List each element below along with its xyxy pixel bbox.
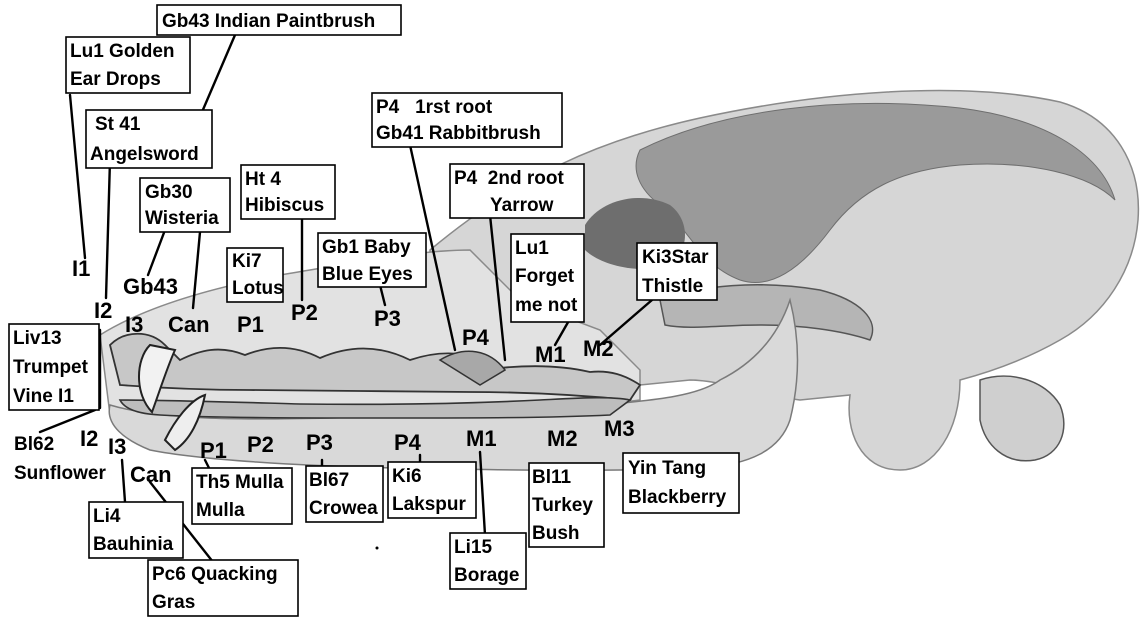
tooth-lower-m3: M3 xyxy=(604,416,635,441)
tooth-upper-i2: I2 xyxy=(94,298,112,323)
tooth-upper-i1: I1 xyxy=(72,256,90,281)
label-li15-line-2: Borage xyxy=(454,565,519,586)
label-gb30-line-2: Wisteria xyxy=(145,208,219,229)
tooth-upper-p2: P2 xyxy=(291,300,318,325)
label-lu1-golden-line-2: Ear Drops xyxy=(70,69,161,90)
label-lu1-forget-line-3: me not xyxy=(515,295,578,316)
label-bl11-line-1: Bl11 xyxy=(532,467,572,488)
label-lu1-golden-line-1: Lu1 Golden xyxy=(70,41,175,62)
label-ki6-line-2: Lakspur xyxy=(392,494,467,515)
tooth-lower-m2: M2 xyxy=(547,426,578,451)
label-li4-line-2: Bauhinia xyxy=(93,534,174,555)
label-th5-line-1: Th5 Mulla xyxy=(196,472,284,493)
tooth-lower-i3: I3 xyxy=(108,434,126,459)
tooth-upper-can: Can xyxy=(168,312,210,337)
label-ki6-line-1: Ki6 xyxy=(392,466,422,487)
label-gb1-line-1: Gb1 Baby xyxy=(322,237,411,258)
label-yintang-line-1: Yin Tang xyxy=(628,458,706,479)
label-p4-first-line-1: P4 1rst root xyxy=(376,97,493,118)
label-gb30-line-1: Gb30 xyxy=(145,182,193,203)
label-gb1-line-2: Blue Eyes xyxy=(322,264,413,285)
label-st41-line-2: Angelsword xyxy=(90,144,199,165)
leader-lu1-golden xyxy=(70,95,85,258)
label-bl67-line-2: Crowea xyxy=(309,498,378,519)
label-pc6-line-2: Gras xyxy=(152,592,195,613)
label-st41-line-1: St 41 xyxy=(95,114,141,135)
tooth-upper-p1: P1 xyxy=(237,312,264,337)
label-ki3-line-1: Ki3Star xyxy=(642,247,709,268)
label-ki7-line-2: Lotus xyxy=(232,278,284,299)
tooth-lower-can: Can xyxy=(130,462,172,487)
label-li15-line-1: Li15 xyxy=(454,537,492,558)
tooth-upper-p4: P4 xyxy=(462,325,490,350)
tooth-upper-i3: I3 xyxy=(125,312,143,337)
tooth-lower-i2: I2 xyxy=(80,426,98,451)
stray-dot xyxy=(376,547,379,550)
label-bl11-line-2: Turkey xyxy=(532,495,593,516)
leader-gb30 xyxy=(148,230,165,275)
label-p4-first-line-2: Gb41 Rabbitbrush xyxy=(376,123,541,144)
tooth-upper-m1: M1 xyxy=(535,342,566,367)
tooth-lower-p1: P1 xyxy=(200,438,227,463)
label-gb43-line-1: Gb43 Indian Paintbrush xyxy=(162,11,375,32)
label-liv13-line-2: Trumpet xyxy=(13,357,89,378)
label-bl67-line-1: Bl67 xyxy=(309,470,349,491)
leader-st41 xyxy=(106,160,110,298)
tympanic-bulla xyxy=(980,376,1064,461)
label-lu1-forget-line-2: Forget xyxy=(515,266,575,287)
label-bl62-line-2: Sunflower xyxy=(14,463,106,484)
label-li4-line-1: Li4 xyxy=(93,506,121,527)
label-liv13-line-1: Liv13 xyxy=(13,328,62,349)
tooth-upper-p3: P3 xyxy=(374,306,401,331)
label-ki7-line-1: Ki7 xyxy=(232,251,262,272)
tooth-lower-p3: P3 xyxy=(306,430,333,455)
label-liv13-line-3: Vine I1 xyxy=(13,386,74,407)
tooth-upper-gb43: Gb43 xyxy=(123,274,178,299)
label-th5-line-2: Mulla xyxy=(196,500,245,521)
label-p4-second-line-1: P4 2nd root xyxy=(454,168,564,189)
tooth-upper-m2: M2 xyxy=(583,336,614,361)
label-bl11-line-3: Bush xyxy=(532,523,580,544)
label-pc6-line-1: Pc6 Quacking xyxy=(152,564,278,585)
label-ki3-line-2: Thistle xyxy=(642,276,703,297)
leader-li4 xyxy=(122,460,125,502)
label-yintang-line-2: Blackberry xyxy=(628,487,727,508)
label-ht4-line-1: Ht 4 xyxy=(245,169,281,190)
tooth-lower-p4: P4 xyxy=(394,430,422,455)
label-ht4-line-2: Hibiscus xyxy=(245,195,324,216)
tooth-lower-p2: P2 xyxy=(247,432,274,457)
label-p4-second-line-2: Yarrow xyxy=(490,195,554,216)
label-bl62-line-1: Bl62 xyxy=(14,434,54,455)
tooth-lower-m1: M1 xyxy=(466,426,497,451)
label-lu1-forget-line-1: Lu1 xyxy=(515,238,549,259)
